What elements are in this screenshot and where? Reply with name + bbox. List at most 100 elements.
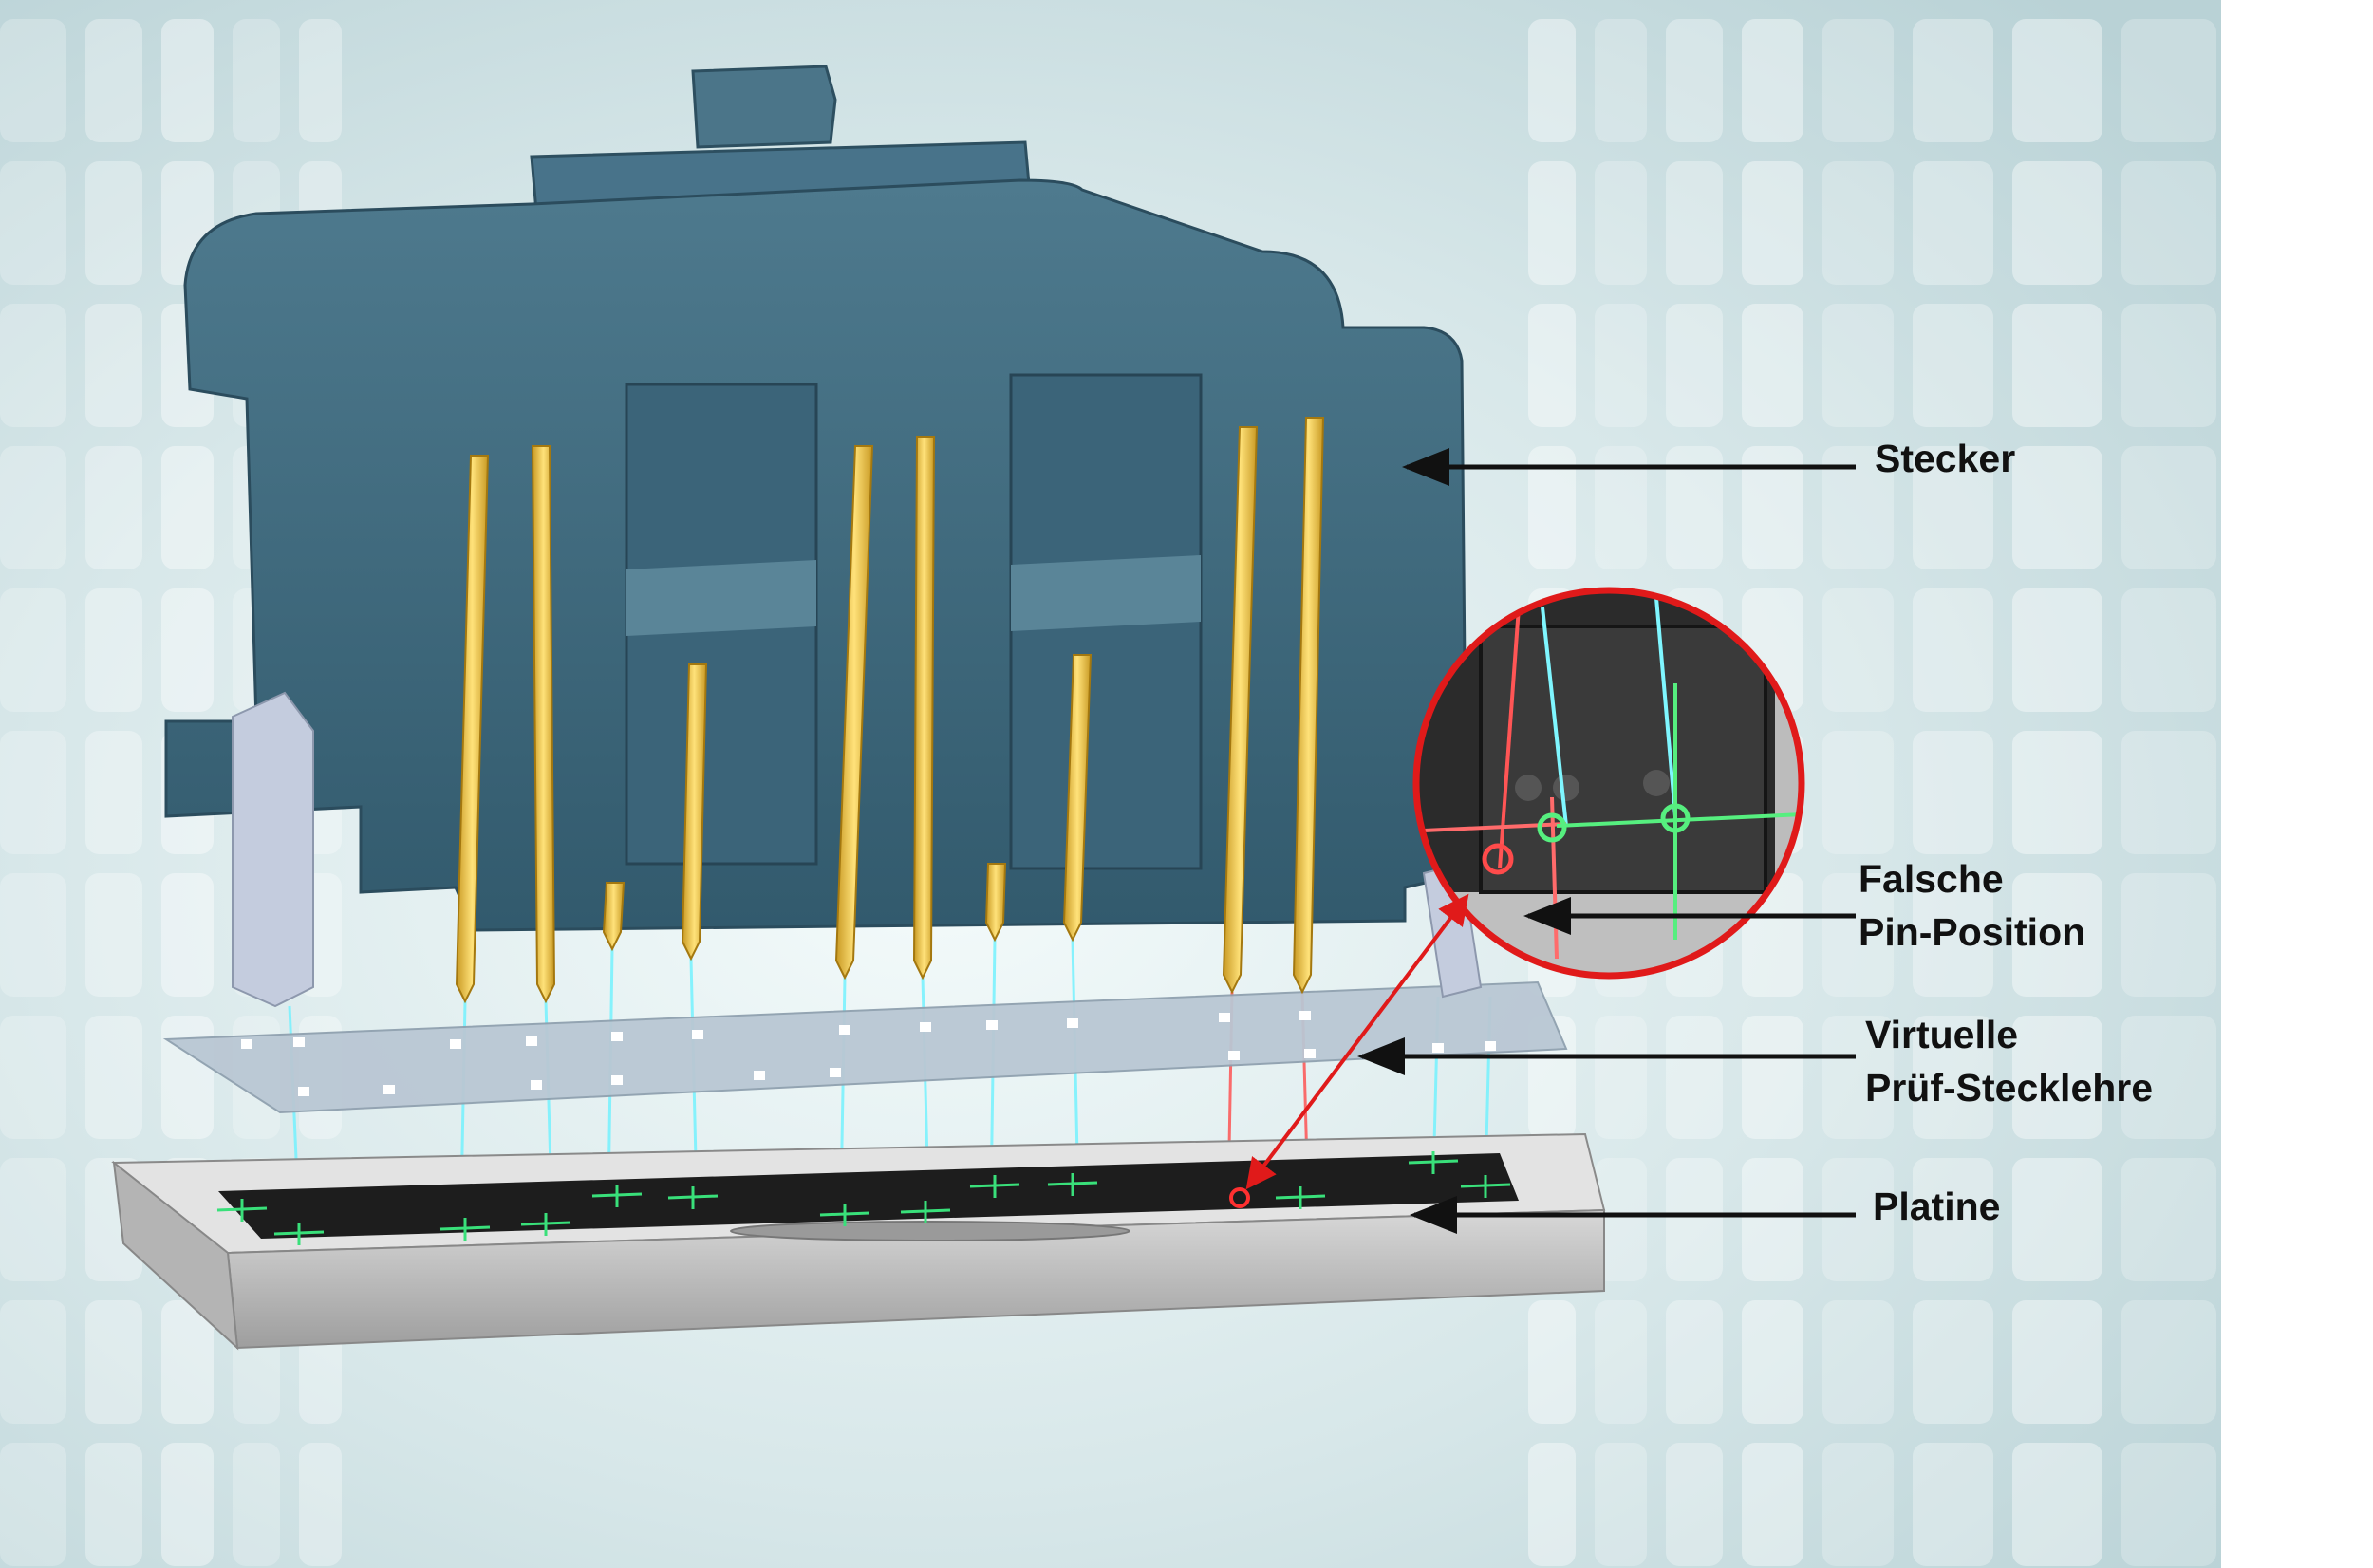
background-tile — [1666, 1158, 1723, 1281]
background-tile — [85, 1443, 142, 1566]
background-tile — [2012, 161, 2102, 285]
gauge-hole — [692, 1030, 703, 1039]
background-tile — [1913, 446, 1993, 569]
background-tile — [1595, 19, 1647, 142]
gauge-hole — [920, 1022, 931, 1032]
background-tile — [1822, 1443, 1894, 1566]
background-tile — [1595, 1443, 1647, 1566]
background-tile — [2121, 1016, 2216, 1139]
background-tile — [233, 19, 280, 142]
gauge-hole — [526, 1036, 537, 1046]
gauge-hole — [1219, 1013, 1230, 1022]
background-tile — [1822, 1300, 1894, 1424]
gauge-hole — [830, 1068, 841, 1077]
virtuelle-label-line2: Prüf-Stecklehre — [1865, 1066, 2154, 1110]
background-tile — [1913, 1300, 1993, 1424]
background-tile — [1666, 446, 1723, 569]
connector-body — [164, 65, 1483, 1008]
background-tile — [1528, 304, 1576, 427]
circuit-board — [111, 1132, 1606, 1351]
background-tile — [161, 1443, 214, 1566]
background-tile — [2121, 19, 2216, 142]
gauge-hole — [754, 1071, 765, 1080]
falsche-label-line2: Pin-Position — [1859, 910, 2086, 954]
faulty-pin-marker — [1229, 1187, 1250, 1208]
background-tile — [2012, 873, 2102, 997]
background-tile — [2012, 731, 2102, 854]
virtual-test-gauge — [162, 980, 1568, 1114]
background-tile — [233, 1443, 280, 1566]
background-tile — [1666, 161, 1723, 285]
background-tile — [85, 873, 142, 997]
background-tile — [2121, 446, 2216, 569]
gold-pin — [984, 863, 1007, 943]
gold-pin — [834, 445, 874, 980]
background-tile — [161, 19, 214, 142]
background-tile — [1913, 731, 1993, 854]
gauge-hole — [611, 1032, 623, 1041]
gauge-hole — [531, 1080, 542, 1090]
background-tile — [1742, 1016, 1803, 1139]
background-tile — [1742, 1443, 1803, 1566]
gauge-hole — [241, 1039, 252, 1049]
background-tile — [161, 588, 214, 712]
background-tile — [1742, 446, 1803, 569]
background-tile — [1822, 588, 1894, 712]
background-tile — [85, 731, 142, 854]
gauge-hole — [298, 1087, 309, 1096]
background-tile — [161, 873, 214, 997]
background-tile — [1666, 1016, 1723, 1139]
background-tile — [1742, 304, 1803, 427]
background-tile — [299, 1443, 342, 1566]
background-tile — [1595, 446, 1647, 569]
background-tile — [2012, 19, 2102, 142]
connector-pins — [455, 417, 1325, 1004]
background-tile — [1595, 161, 1647, 285]
gauge-hole — [1228, 1051, 1240, 1060]
background-tile — [1666, 19, 1723, 142]
gauge-hole — [1067, 1018, 1078, 1028]
background-tile — [0, 588, 66, 712]
background-tile — [1595, 1158, 1647, 1281]
background-tile — [85, 19, 142, 142]
background-tile — [1528, 1300, 1576, 1424]
gauge-hole — [839, 1025, 850, 1035]
background-tile — [1528, 161, 1576, 285]
background-tile — [2121, 731, 2216, 854]
gold-pin — [1062, 654, 1093, 943]
background-tile — [2121, 161, 2216, 285]
gauge-hole — [611, 1075, 623, 1085]
gauge-hole — [986, 1020, 998, 1030]
background-tile — [1822, 731, 1894, 854]
stecker-label: Stecker — [1875, 432, 2015, 485]
background-tile — [2012, 1016, 2102, 1139]
background-tile — [0, 19, 66, 142]
gauge-hole — [1299, 1011, 1311, 1020]
platine-label: Platine — [1873, 1180, 2000, 1233]
background-tile — [1742, 161, 1803, 285]
gauge-hole — [1485, 1041, 1496, 1051]
background-tile — [1742, 1300, 1803, 1424]
background-tile — [1742, 19, 1803, 142]
background-tile — [1742, 1158, 1803, 1281]
background-tile — [0, 161, 66, 285]
background-tile — [2121, 1443, 2216, 1566]
virtuelle-pruef-stecklehre-label: Virtuelle Prüf-Stecklehre — [1865, 1008, 2153, 1114]
background-tile — [0, 1300, 66, 1424]
background-tile — [1913, 161, 1993, 285]
gold-pin — [912, 436, 936, 980]
background-tile — [85, 161, 142, 285]
background-tile — [1666, 304, 1723, 427]
background-tile — [299, 19, 342, 142]
right-margin — [2221, 0, 2373, 1568]
background-tile — [0, 1016, 66, 1139]
background-tile — [2121, 1158, 2216, 1281]
background-tile — [2012, 1158, 2102, 1281]
background-tile — [0, 446, 66, 569]
background-tile — [0, 731, 66, 854]
background-tile — [1666, 1443, 1723, 1566]
background-tile — [161, 446, 214, 569]
gold-pin — [531, 445, 556, 1004]
